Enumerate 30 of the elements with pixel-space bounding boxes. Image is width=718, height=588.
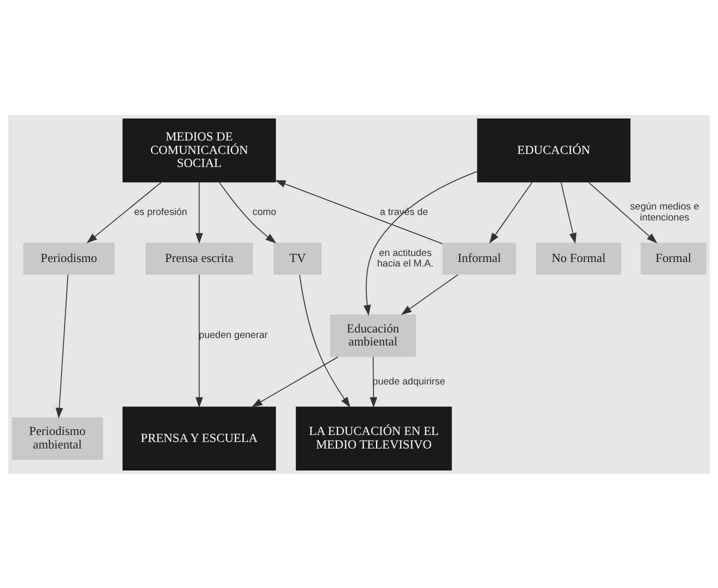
node-box: Periodismo ambiental <box>12 416 104 460</box>
arrow <box>364 170 478 316</box>
edge-label: según medios e intenciones <box>630 201 700 223</box>
arrow <box>56 274 68 418</box>
arrow <box>274 180 443 244</box>
edge-label: en actitudes hacia el M.A. <box>377 247 434 269</box>
arrow <box>401 274 458 314</box>
node-box: Educación ambiental <box>330 314 416 356</box>
node-box: Periodismo <box>23 242 115 274</box>
edge-label: es profesión <box>134 206 188 218</box>
edge-label: pueden generar <box>198 330 268 341</box>
node-box: LA EDUCACIÓN EN EL MEDIO TELEVISIVO <box>296 406 452 470</box>
node-box: Informal <box>442 242 516 274</box>
edge-label: como <box>252 206 276 218</box>
arrow <box>489 181 532 244</box>
node-box: MEDIOS DE COMUNICACIÓN SOCIAL <box>122 118 276 182</box>
node-box: Formal <box>640 242 706 274</box>
arrow <box>196 181 203 244</box>
arrow <box>299 274 350 408</box>
node-box: Prensa escrita <box>146 242 253 274</box>
arrow <box>588 181 658 243</box>
node-box: PRENSA Y ESCUELA <box>122 406 276 470</box>
node-box: EDUCACIÓN <box>477 118 630 182</box>
arrow <box>196 274 203 408</box>
arrow <box>252 356 338 407</box>
node-box: TV <box>274 242 322 274</box>
arrow <box>219 182 276 243</box>
arrow <box>86 181 162 243</box>
node-box: No Formal <box>536 242 622 274</box>
arrow <box>560 181 577 244</box>
